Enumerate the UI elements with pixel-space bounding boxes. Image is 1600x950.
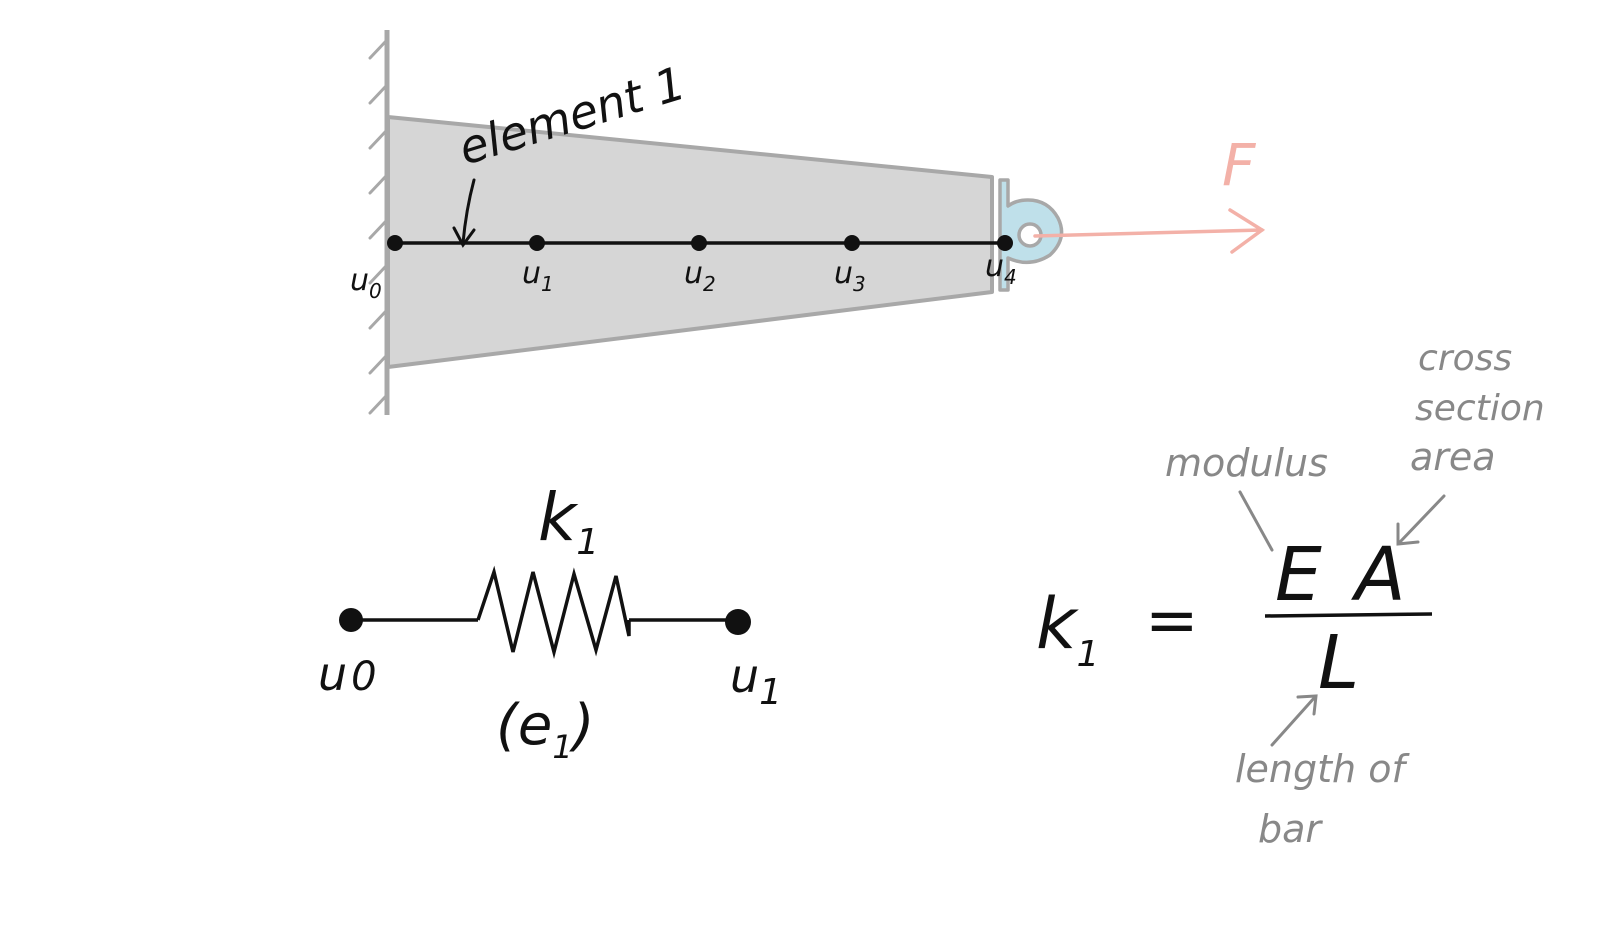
- annotation-cross-line1: cross: [1418, 338, 1512, 379]
- node-label-u1: u1: [522, 256, 554, 296]
- spring-coil: [476, 565, 631, 659]
- formula-area-a: A: [1351, 532, 1406, 618]
- spring-stiffness-label: k1: [538, 479, 599, 563]
- spring-element-tag: (e1): [496, 693, 595, 766]
- spring-node-left: [339, 608, 363, 632]
- node-u2: [691, 235, 707, 251]
- formula-modulus-e: E: [1275, 532, 1322, 618]
- formula-equals: =: [1145, 584, 1199, 658]
- tapered-bar-figure: F u0 u1 u2 u3 u4 element 1: [350, 30, 1266, 415]
- force-arrow: [1033, 208, 1266, 254]
- modulus-pointer: [1238, 490, 1274, 552]
- node-label-u2: u2: [684, 256, 716, 296]
- annotation-cross-line3: area: [1410, 435, 1496, 479]
- spring-node-right: [725, 609, 751, 635]
- annotation-length-line1: length of: [1235, 747, 1410, 791]
- node-u0: [387, 235, 403, 251]
- wall-hatching: [368, 38, 389, 415]
- annotation-modulus: modulus: [1165, 441, 1328, 485]
- formula-length-l: L: [1318, 620, 1359, 706]
- node-label-u3: u3: [834, 256, 866, 296]
- force-label: F: [1222, 131, 1257, 199]
- node-label-u4: u4: [985, 249, 1017, 289]
- annotation-cross-line2: section: [1415, 388, 1545, 429]
- spring-right-node-label: u1: [730, 649, 782, 713]
- formula-lhs: k1: [1036, 583, 1099, 675]
- fraction-bar: [1264, 612, 1433, 618]
- annotation-length-line2: bar: [1258, 807, 1323, 851]
- node-u4: [997, 235, 1013, 251]
- length-pointer: [1270, 694, 1318, 747]
- node-label-u0: u0: [350, 263, 382, 303]
- node-u1: [529, 235, 545, 251]
- node-u3: [844, 235, 860, 251]
- element-pointer-arrow: [452, 178, 476, 248]
- stiffness-formula: k1 = E A L modulus cross section area le…: [1036, 338, 1545, 851]
- cross-section-pointer: [1396, 494, 1446, 546]
